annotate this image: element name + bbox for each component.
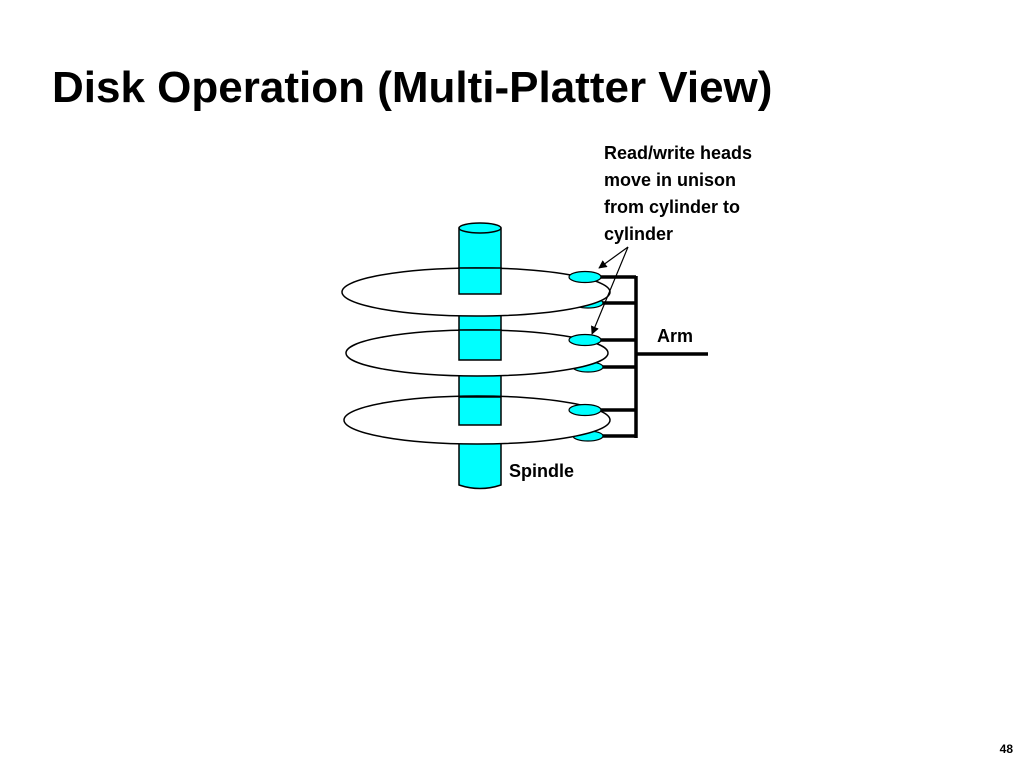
page-number: 48 bbox=[999, 742, 1013, 756]
spindle-segment bbox=[458, 396, 502, 426]
read-write-head bbox=[568, 270, 602, 284]
spindle-top bbox=[458, 222, 502, 234]
read-write-head bbox=[568, 333, 602, 347]
arm-assembly bbox=[598, 275, 708, 438]
label-line: cylinder bbox=[604, 224, 674, 244]
spindle-segment bbox=[458, 440, 502, 490]
arrow-to-top-head bbox=[598, 246, 629, 269]
upper-heads bbox=[568, 270, 602, 417]
read-write-head bbox=[568, 403, 602, 417]
label-line: Read/write heads bbox=[604, 143, 753, 163]
label-line: move in unison bbox=[604, 170, 737, 190]
callout-arrows bbox=[591, 246, 629, 335]
spindle-overlay bbox=[458, 267, 502, 426]
spindle-segment bbox=[458, 267, 502, 295]
slide-title: Disk Operation (Multi-Platter View) bbox=[52, 63, 773, 112]
spindle-segment bbox=[458, 329, 502, 361]
arm-label: Arm bbox=[657, 326, 694, 346]
spindle-label: Spindle bbox=[509, 461, 575, 481]
label-line: from cylinder to bbox=[604, 197, 741, 217]
arrow-to-middle-head bbox=[591, 246, 629, 335]
read-write-heads-label: Read/write heads move in unison from cyl… bbox=[604, 140, 752, 248]
